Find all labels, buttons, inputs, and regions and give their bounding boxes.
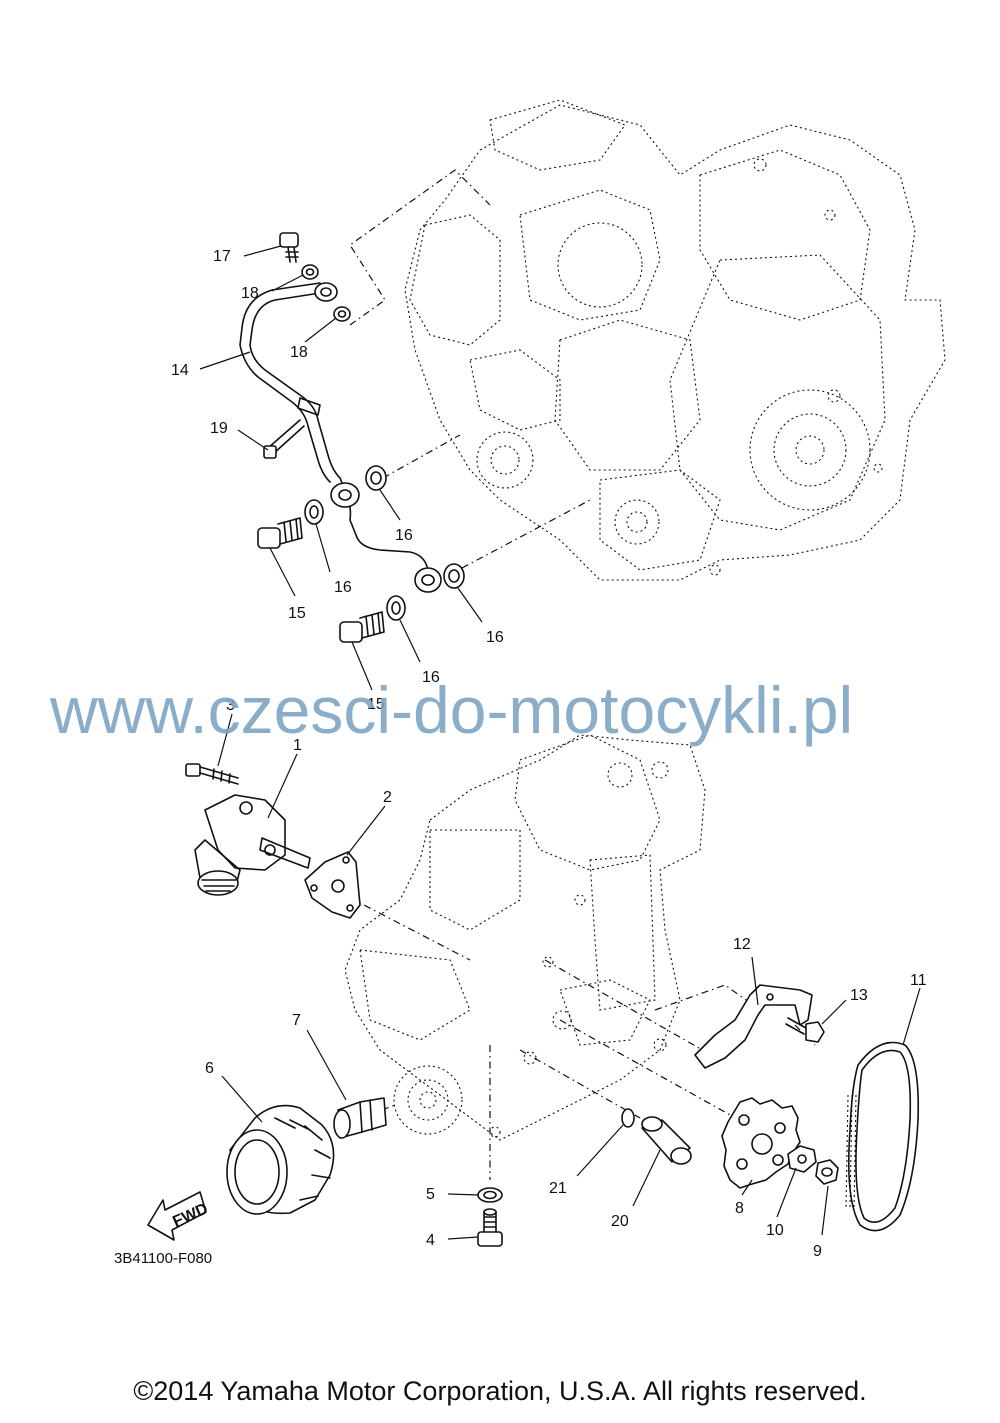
callout-16-a: 16 xyxy=(395,527,413,544)
banjo-fitting-upper xyxy=(314,282,338,302)
callout-8: 8 xyxy=(735,1200,744,1217)
pipe-bracket xyxy=(297,397,321,416)
union-bolt-17 xyxy=(279,232,299,263)
callout-3: 3 xyxy=(226,697,235,714)
callout-11: 11 xyxy=(910,972,927,989)
banjo-fitting-lower xyxy=(414,567,442,593)
leader-lines xyxy=(199,245,921,1240)
oil-filter-fitting-7 xyxy=(333,1097,387,1139)
nut-9 xyxy=(815,1159,839,1185)
drive-chain-11 xyxy=(845,1041,920,1232)
callout-20: 20 xyxy=(611,1213,629,1230)
bolt-3 xyxy=(185,763,239,785)
callout-17: 17 xyxy=(213,248,231,265)
website-watermark: www.czesci-do-motocykli.pl xyxy=(50,673,854,747)
lower-crankcase-assembly xyxy=(344,734,706,1141)
callout-9: 9 xyxy=(813,1243,822,1260)
drain-bolt-4 xyxy=(477,1208,503,1247)
gasket-18-upper xyxy=(301,264,319,280)
gasket-16-c xyxy=(443,563,465,589)
callout-19: 19 xyxy=(210,420,228,437)
callout-2: 2 xyxy=(383,789,392,806)
callout-6: 6 xyxy=(205,1060,214,1077)
union-bolt-15-a xyxy=(257,517,303,549)
bolt-19 xyxy=(263,419,305,459)
banjo-fitting-middle xyxy=(330,482,360,508)
o-ring-21 xyxy=(621,1108,635,1128)
oil-delivery-pipe xyxy=(249,292,431,581)
gasket-16-d xyxy=(386,595,406,621)
callout-18-upper: 18 xyxy=(241,285,259,302)
forward-direction-arrow: FWD xyxy=(147,1191,211,1241)
callout-labels: 17 18 18 14 19 16 16 15 16 16 15 3 1 2 7… xyxy=(171,248,927,1260)
callout-14: 14 xyxy=(171,362,189,379)
callout-1: 1 xyxy=(293,737,302,754)
oil-pipe-group xyxy=(239,232,465,643)
callout-21: 21 xyxy=(549,1180,567,1197)
callout-5: 5 xyxy=(426,1186,435,1203)
callout-15-a: 15 xyxy=(288,605,306,622)
callout-10: 10 xyxy=(766,1222,784,1239)
drain-gasket-5 xyxy=(477,1187,503,1203)
washer-10 xyxy=(787,1145,817,1173)
union-bolt-15-b xyxy=(339,611,385,643)
callout-15-b: 15 xyxy=(367,696,385,713)
gasket-16-a xyxy=(365,465,387,491)
callout-4: 4 xyxy=(426,1232,435,1249)
pump-drive-sprocket-8 xyxy=(721,1097,801,1189)
strainer-20 xyxy=(641,1116,692,1165)
callout-16-b: 16 xyxy=(334,579,352,596)
callout-18-lower: 18 xyxy=(290,344,308,361)
upper-engine-assembly xyxy=(404,99,946,581)
callout-16-d: 16 xyxy=(422,669,440,686)
callout-12: 12 xyxy=(733,936,751,953)
bolt-13 xyxy=(785,1017,825,1043)
gasket-18-lower xyxy=(333,306,351,322)
oil-pump-group: FWD xyxy=(147,763,920,1247)
copyright-notice: ©2014 Yamaha Motor Corporation, U.S.A. A… xyxy=(133,1376,867,1406)
chain-guide-12 xyxy=(694,984,813,1069)
oil-pump-1 xyxy=(194,794,311,896)
catalog-code: 3B41100-F080 xyxy=(114,1250,213,1267)
callout-13: 13 xyxy=(850,987,868,1004)
gasket-16-b xyxy=(304,499,324,525)
oil-filter-6 xyxy=(226,1104,335,1215)
callout-7: 7 xyxy=(292,1012,301,1029)
callout-16-c: 16 xyxy=(486,629,504,646)
